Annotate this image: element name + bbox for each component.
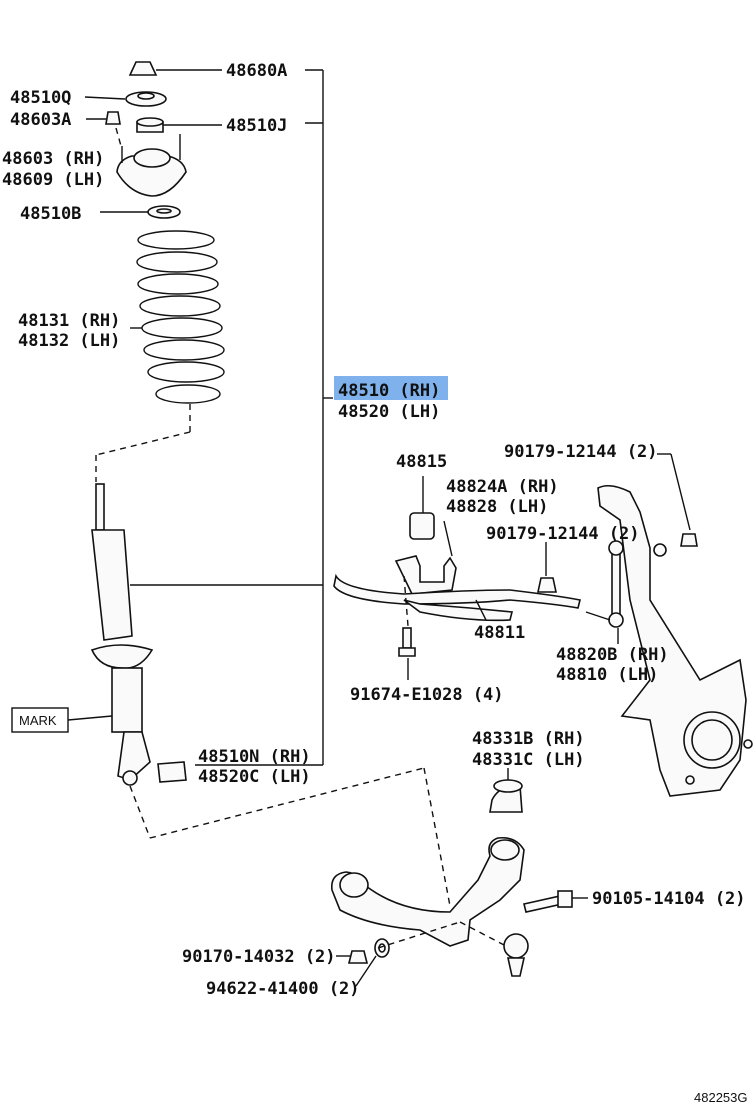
nut-48603A[interactable]: [86, 111, 121, 125]
label-48520C[interactable]: 48520C (LH): [198, 767, 311, 787]
label-48828[interactable]: 48828 (LH): [446, 497, 548, 517]
stabilizer-link-48820B[interactable]: [585, 540, 650, 644]
mark-callout: MARK: [11, 707, 113, 733]
dashed-leaders: [129, 575, 507, 949]
selection-highlight: [334, 376, 448, 400]
label-48603[interactable]: 48603 (RH): [2, 149, 104, 169]
label-48815[interactable]: 48815: [396, 452, 447, 472]
coil-spring-48131[interactable]: [95, 230, 225, 482]
label-48510Q[interactable]: 48510Q: [10, 88, 71, 108]
label-48510J[interactable]: 48510J: [226, 116, 287, 136]
label-48810[interactable]: 48810 (LH): [556, 665, 658, 685]
label-90170[interactable]: 90170-14032 (2): [182, 947, 336, 967]
label-48609[interactable]: 48609 (LH): [2, 170, 104, 190]
label-48680A[interactable]: 48680A: [226, 61, 287, 81]
steering-knuckle: [597, 484, 753, 797]
nut-90179-b[interactable]: [657, 453, 698, 547]
lower-arm: [330, 836, 529, 977]
mark-label: MARK: [19, 713, 57, 728]
shock-absorber-48510[interactable]: [90, 483, 187, 786]
label-91674[interactable]: 91674-E1028 (4): [350, 685, 504, 705]
label-48824A[interactable]: 48824A (RH): [446, 477, 559, 497]
ball-joint-48331B[interactable]: [489, 768, 523, 813]
label-90179-b[interactable]: 90179-12144 (2): [486, 524, 640, 544]
part-labels: 48680A 48510Q 48603A 48510J 48603 (RH) 4…: [2, 61, 746, 999]
stabilizer-bushing-48815[interactable]: [409, 476, 435, 540]
support-assembly-48603[interactable]: [115, 127, 187, 197]
label-48820B[interactable]: 48820B (RH): [556, 645, 669, 665]
label-48132[interactable]: 48132 (LH): [18, 331, 120, 351]
label-48811[interactable]: 48811: [474, 623, 525, 643]
label-48603A[interactable]: 48603A: [10, 110, 71, 130]
nut-90179-a[interactable]: [537, 542, 557, 593]
lower-insulator-48510B[interactable]: [100, 205, 181, 219]
label-90105[interactable]: 90105-14104 (2): [592, 889, 746, 909]
label-48510B[interactable]: 48510B: [20, 204, 81, 224]
figure-code: 482253G: [694, 1090, 748, 1105]
label-48331C[interactable]: 48331C (LH): [472, 750, 585, 770]
label-48510[interactable]: 48510 (RH): [338, 381, 440, 401]
label-90179-a[interactable]: 90179-12144 (2): [504, 442, 658, 462]
label-48331B[interactable]: 48331B (RH): [472, 729, 585, 749]
washer-94622[interactable]: [355, 938, 390, 987]
bolt-91674[interactable]: [398, 627, 416, 680]
label-94622[interactable]: 94622-41400 (2): [206, 979, 360, 999]
nut-90170[interactable]: [336, 950, 369, 964]
stabilizer-bar-48811[interactable]: [333, 573, 581, 622]
label-48510N[interactable]: 48510N (RH): [198, 747, 311, 767]
label-48131[interactable]: 48131 (RH): [18, 311, 120, 331]
upper-seat-48510Q[interactable]: [84, 91, 167, 107]
bound-stopper-48680A[interactable]: [128, 61, 222, 76]
label-48520[interactable]: 48520 (LH): [338, 402, 440, 422]
assembly-bracket: [130, 69, 333, 766]
bolt-90105[interactable]: [523, 890, 588, 913]
cushion-48510J[interactable]: [136, 117, 222, 133]
